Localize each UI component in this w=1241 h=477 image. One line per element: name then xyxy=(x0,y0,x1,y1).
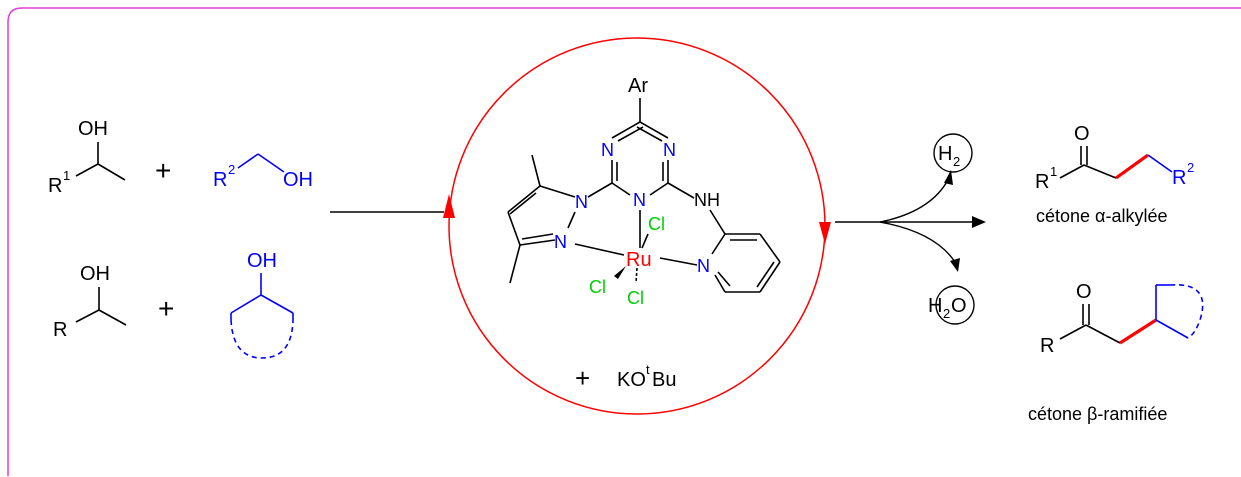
alcohol-1: OH R 1 xyxy=(48,118,126,197)
h2-bubble xyxy=(933,133,973,173)
product-1-r2-label: R xyxy=(1172,167,1186,189)
alcohol-2-r-label: R xyxy=(213,169,227,191)
base-label: KO xyxy=(617,369,646,391)
h2o-o-label: O xyxy=(951,295,967,317)
h2o-h-label: H xyxy=(928,295,942,317)
alcohol-1-oh-label: OH xyxy=(78,118,108,140)
pyridine-n: N xyxy=(697,256,710,276)
product-2-ring-dashed xyxy=(1169,284,1204,339)
product-1-r2-superscript: 2 xyxy=(1187,160,1194,175)
ruthenium-catalyst: Ar N N N N N NH xyxy=(507,75,781,308)
product-2-o-label: O xyxy=(1076,281,1092,303)
base-superscript: t xyxy=(646,362,650,377)
h2-release-arrow xyxy=(879,179,949,223)
base-tail: Bu xyxy=(652,369,676,391)
ru-label: Ru xyxy=(626,249,652,271)
h2o-subscript: 2 xyxy=(943,306,950,321)
product-1-r-superscript: 1 xyxy=(1050,164,1057,179)
triazine-n-1: N xyxy=(601,140,614,160)
h2o-bubble xyxy=(935,285,975,325)
alcohol-2-r-superscript: 2 xyxy=(228,162,235,177)
chloride-2: Cl xyxy=(589,277,606,297)
pyrazole-n-1: N xyxy=(575,192,588,212)
triazine-n-2: N xyxy=(663,140,676,160)
product-2: O R cétone β-ramifiée xyxy=(1028,281,1204,424)
h2-subscript: 2 xyxy=(953,154,960,169)
product-2-r-label: R xyxy=(1040,335,1054,357)
wedge-bond xyxy=(614,266,626,279)
product-1: O R 1 R 2 cétone α-alkylée xyxy=(1035,123,1194,226)
alcohol-4: OH xyxy=(230,250,294,359)
alcohol-3: OH R xyxy=(53,263,127,341)
catalyst-ar-label: Ar xyxy=(628,75,648,97)
h2o-release-arrow xyxy=(879,221,956,263)
alcohol-3-oh-label: OH xyxy=(80,263,110,285)
cycle-arrowhead-down xyxy=(819,222,831,244)
chloride-3: Cl xyxy=(627,288,644,308)
ring-dashed-arc xyxy=(230,319,294,359)
alcohol-2-oh-label: OH xyxy=(283,169,313,191)
chloride-1: Cl xyxy=(648,214,665,234)
h2-label: H xyxy=(938,143,952,165)
alcohol-2: R 2 OH xyxy=(213,153,313,191)
product-1-name: cétone α-alkylée xyxy=(1036,206,1167,226)
alcohol-1-r-superscript: 1 xyxy=(63,168,70,183)
alcohol-1-r-label: R xyxy=(48,175,62,197)
base-plus-sign: + xyxy=(575,363,590,393)
pyrazole-n-2: N xyxy=(554,232,567,252)
plus-sign-1: + xyxy=(155,155,171,186)
alcohol-3-r-label: R xyxy=(53,319,67,341)
plus-sign-2: + xyxy=(158,293,174,324)
alcohol-4-oh-label: OH xyxy=(247,250,277,272)
product-1-r-label: R xyxy=(1035,171,1049,193)
cycle-arrowhead-up xyxy=(443,194,455,218)
product-2-name: cétone β-ramifiée xyxy=(1028,404,1167,424)
nh-label: NH xyxy=(694,190,720,210)
triazine-n-3: N xyxy=(633,190,646,210)
product-arrowhead xyxy=(972,216,986,228)
product-1-o-label: O xyxy=(1074,123,1090,145)
